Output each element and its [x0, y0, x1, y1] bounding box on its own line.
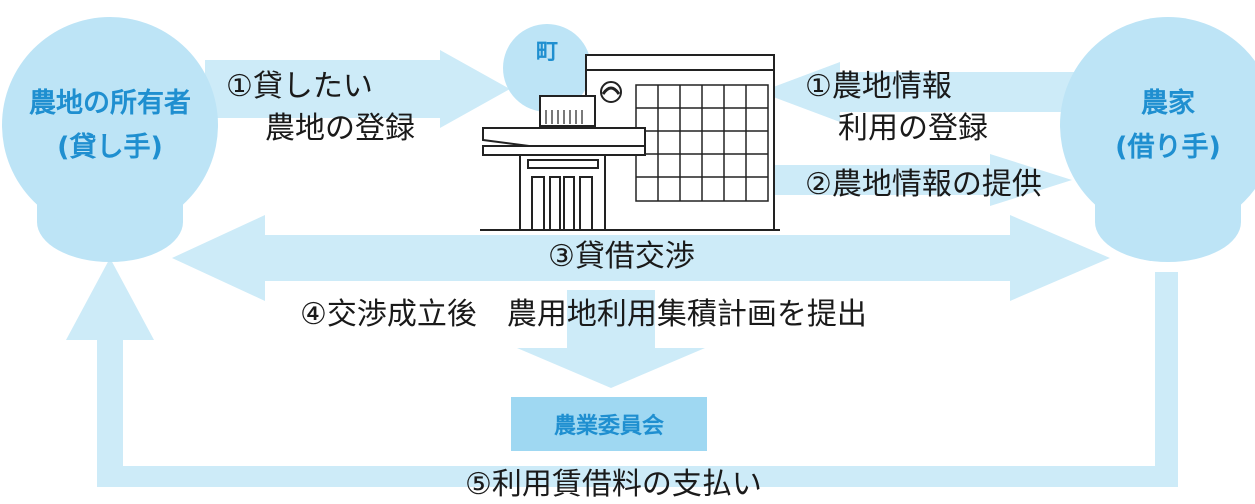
arrow-farmer-to-town [760, 62, 1075, 122]
double-arrow-negotiation [172, 215, 1110, 301]
arrow-owner-to-town [205, 50, 510, 128]
step1-owner-line1: ①貸したい [226, 69, 373, 104]
town-hall-icon [480, 54, 780, 231]
step4-text: ④交渉成立後 農用地利用集積計画を提出 [300, 297, 867, 332]
farmer-label: 農家 (借り手) [1078, 82, 1255, 170]
committee-label: 農業委員会 [553, 414, 664, 439]
farmer-node [1060, 17, 1255, 262]
owner-node [2, 17, 218, 262]
arrow-town-to-farmer [760, 154, 1072, 206]
owner-label-line1: 農地の所有者 [29, 88, 191, 119]
owner-label: 農地の所有者 (貸し手) [20, 82, 200, 170]
step5-text: ⑤利用賃借料の支払い [465, 467, 762, 502]
step1-farmer-line2: 利用の登録 [838, 111, 988, 146]
owner-label-line2: (貸し手) [57, 132, 163, 163]
town-label: 町 [535, 40, 558, 65]
step3-text: ③貸借交渉 [548, 239, 695, 274]
town-badge [503, 24, 591, 112]
committee-box: 農業委員会 [511, 397, 707, 451]
step1-farmer-line1: ①農地情報 [805, 69, 952, 104]
step1-owner-line2: 農地の登録 [265, 111, 415, 146]
step2-text: ②農地情報の提供 [805, 167, 1042, 202]
farmer-label-line2: (借り手) [1115, 132, 1221, 163]
arrow-to-committee [517, 290, 705, 388]
farmer-label-line1: 農家 [1141, 88, 1195, 119]
